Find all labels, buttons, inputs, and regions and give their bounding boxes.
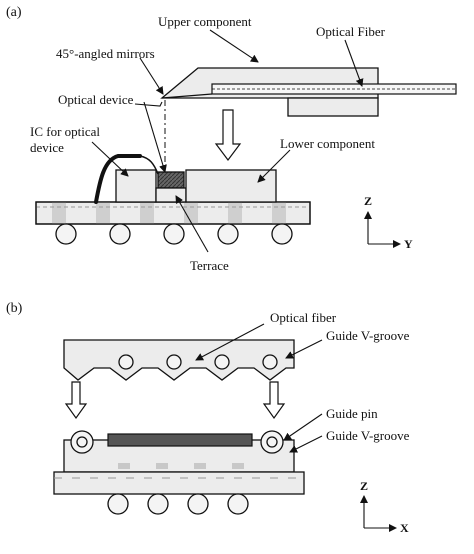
leader-upper-component bbox=[209, 29, 259, 63]
label-ic-line1: IC for optical bbox=[30, 124, 100, 139]
label-terrace: Terrace bbox=[190, 258, 229, 273]
leader-mirrors bbox=[139, 57, 164, 95]
axis-z-b: Z bbox=[360, 479, 368, 493]
axis-x-b: X bbox=[400, 521, 409, 535]
label-guide-vgroove-top: Guide V-groove bbox=[326, 328, 410, 343]
label-ic-line2: device bbox=[30, 140, 64, 155]
ic-block bbox=[115, 169, 157, 203]
optical-device-array bbox=[107, 433, 253, 447]
axes-b: Z X bbox=[360, 479, 409, 535]
assembly-arrow-a bbox=[214, 109, 242, 161]
upper-component bbox=[160, 67, 457, 117]
label-optical-fiber-b: Optical fiber bbox=[270, 310, 337, 325]
label-guide-vgroove-bottom: Guide V-groove bbox=[326, 428, 410, 443]
label-mirrors: 45°-angled mirrors bbox=[56, 46, 155, 61]
panel-b-tag: (b) bbox=[6, 301, 23, 316]
vias-a bbox=[36, 202, 310, 224]
guide-pin-right-core bbox=[266, 436, 278, 448]
leader-terrace bbox=[175, 195, 209, 253]
leader-optical-fiber-b bbox=[195, 323, 265, 361]
fibers-b bbox=[118, 354, 278, 370]
leader-guide-vgroove-top bbox=[285, 339, 323, 359]
label-lower-component: Lower component bbox=[280, 136, 375, 151]
leader-ic bbox=[91, 141, 129, 177]
leader-guide-pin bbox=[283, 413, 323, 441]
axis-z-a: Z bbox=[364, 194, 372, 208]
axes-a: Z Y bbox=[364, 194, 413, 251]
label-optical-device: Optical device bbox=[58, 92, 134, 107]
panel-b: (b) bbox=[6, 301, 410, 535]
solder-balls-b bbox=[107, 493, 249, 515]
mirror-face bbox=[161, 93, 213, 99]
axis-y-a: Y bbox=[404, 237, 413, 251]
substrate-b bbox=[53, 471, 305, 495]
solder-balls-a bbox=[55, 223, 293, 245]
leader-guide-vgroove-bottom bbox=[289, 435, 323, 453]
guide-pin-left-core bbox=[76, 436, 88, 448]
optical-device-chip bbox=[157, 171, 185, 189]
assembly-arrow-b-left bbox=[64, 381, 88, 420]
panel-a: (a) bbox=[6, 5, 457, 273]
cable bbox=[94, 154, 142, 204]
label-guide-pin: Guide pin bbox=[326, 406, 378, 421]
substrate-a bbox=[35, 201, 311, 225]
leader-lower-component bbox=[257, 149, 291, 183]
assembly-arrow-b-right bbox=[262, 381, 286, 420]
panel-a-tag: (a) bbox=[6, 5, 22, 20]
label-upper-component: Upper component bbox=[158, 14, 252, 29]
leader-optical-fiber bbox=[344, 39, 364, 87]
lower-component bbox=[185, 169, 277, 203]
label-optical-fiber-a: Optical Fiber bbox=[316, 24, 386, 39]
leader-optical-device-chip bbox=[143, 101, 167, 173]
upper-component-step bbox=[287, 97, 379, 117]
bond-wire bbox=[139, 155, 159, 175]
pads-b bbox=[118, 463, 244, 469]
leader-optical-device bbox=[134, 101, 163, 107]
terrace-block bbox=[155, 187, 187, 203]
